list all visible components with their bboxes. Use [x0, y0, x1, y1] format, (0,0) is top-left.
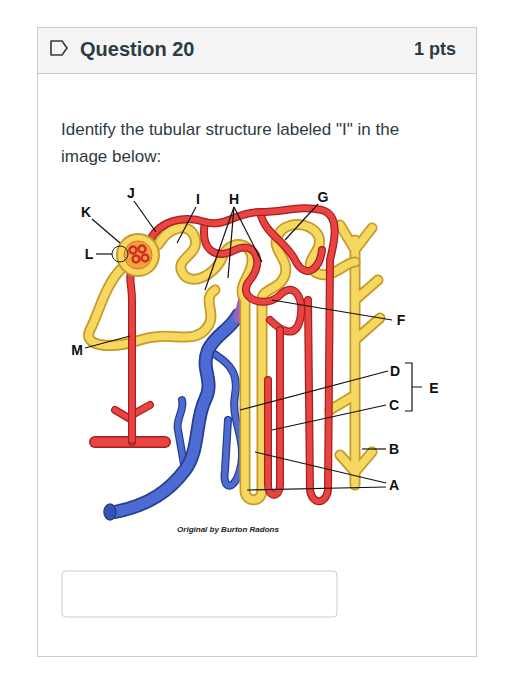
callout-letter: L — [85, 246, 94, 262]
red-vessels — [95, 208, 335, 501]
answer-input — [62, 571, 337, 617]
leader-lines — [85, 201, 422, 490]
callout-letter: G — [318, 189, 329, 205]
callout-letter: H — [229, 191, 239, 207]
callout-letter: C — [389, 397, 399, 413]
question-text: Identify the tubular structure labeled "… — [61, 116, 416, 170]
question-card: Question 20 1 ptsIdentify the tubular str… — [37, 27, 477, 657]
callout-letter: F — [397, 312, 406, 328]
question-title: Question 20 — [80, 38, 194, 61]
callout-letter: D — [390, 363, 400, 379]
blue-veins — [104, 296, 244, 520]
points-value: 1 pts — [414, 39, 456, 60]
callout-letter: J — [127, 185, 135, 201]
callout-letter: E — [429, 380, 438, 396]
callout-letter: K — [81, 204, 91, 220]
callout-letter: M — [71, 342, 83, 358]
callout-letter: B — [389, 441, 399, 457]
callout-letter: A — [389, 477, 399, 493]
image-credit: Original by Burton Radons — [177, 525, 279, 535]
callout-letter: I — [196, 191, 200, 207]
question-header: Question 20 1 pts — [38, 28, 476, 74]
glomerulus — [117, 234, 159, 276]
